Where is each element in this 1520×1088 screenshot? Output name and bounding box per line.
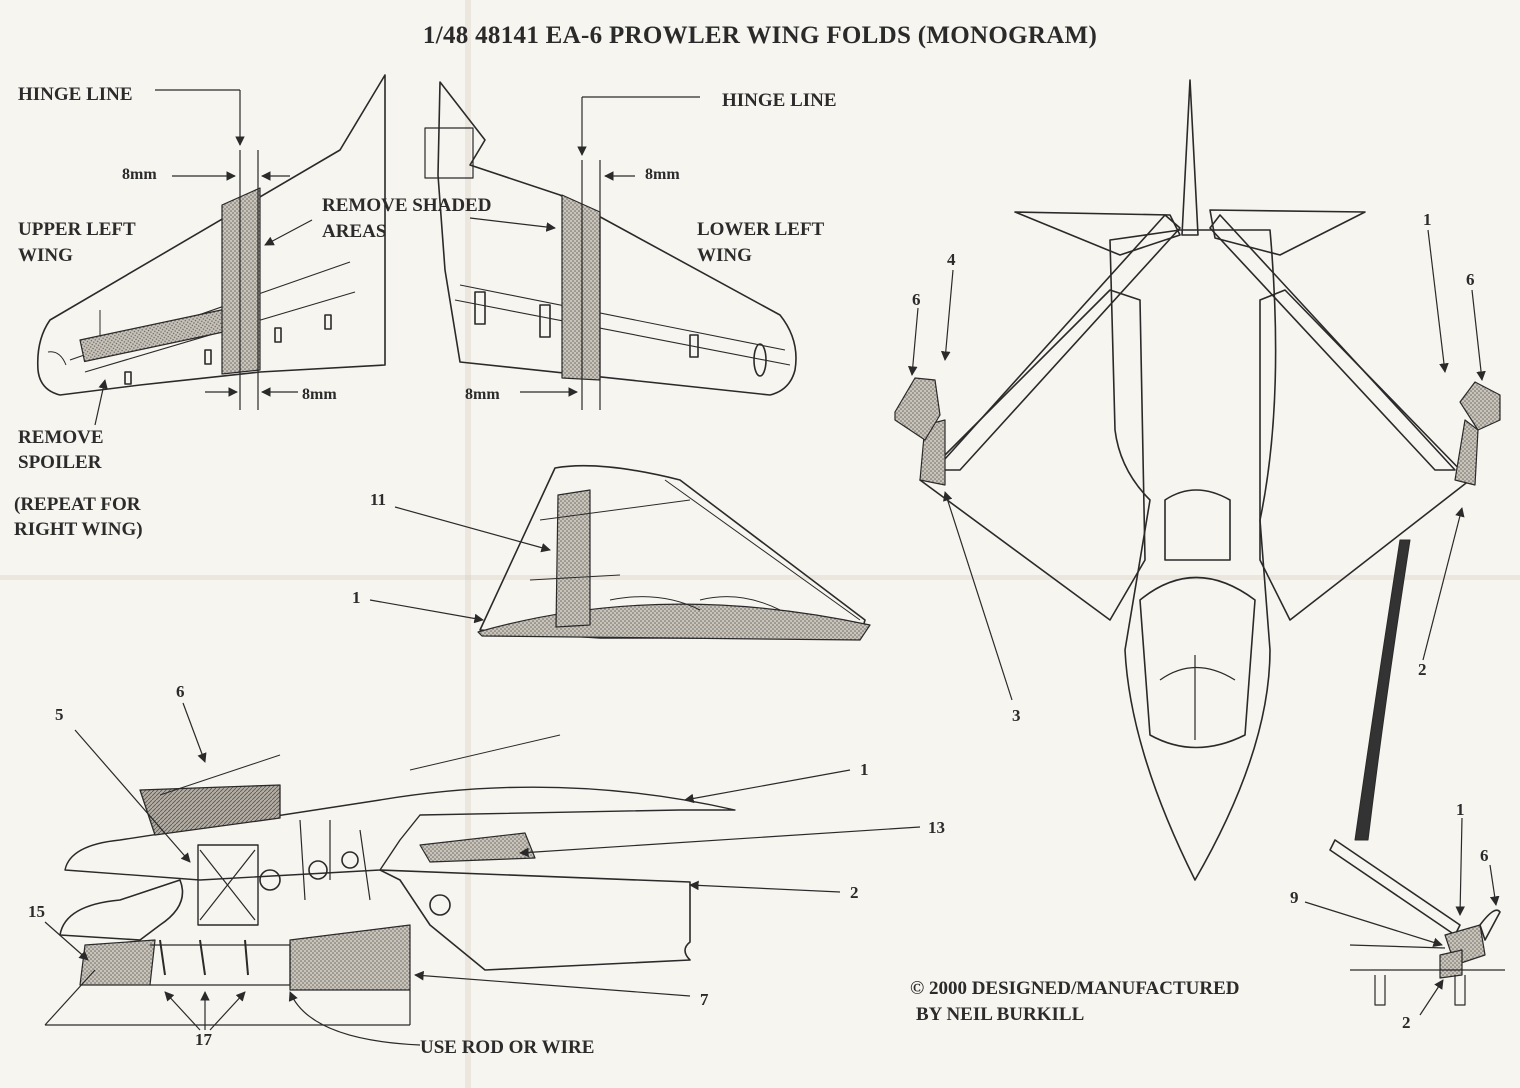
part-number-9-detail: 9 (1290, 888, 1299, 907)
upper-left-wing-label-2: WING (18, 245, 73, 266)
part-number-2-plan: 2 (1418, 660, 1427, 679)
part-number-6-plan-right: 6 (1466, 270, 1475, 289)
wingtip-detail-drawing (477, 464, 871, 641)
wingtip-detail-leaders (369, 506, 551, 624)
paper-fold-horizontal (0, 575, 1520, 580)
part-number-17-side: 17 (195, 1030, 212, 1049)
page-title: 1/48 48141 EA-6 PROWLER WING FOLDS (MONO… (422, 22, 1098, 49)
remove-shaded-label-2: AREAS (322, 221, 387, 242)
dim-8mm-lower-right: 8mm (465, 386, 500, 403)
upper-left-wing-label-1: UPPER LEFT (18, 219, 136, 240)
plan-view-leaders (907, 229, 1486, 701)
part-number-7-side: 7 (700, 990, 709, 1009)
part-number-2-detail: 2 (1402, 1013, 1411, 1032)
use-rod-label: USE ROD OR WIRE (420, 1037, 595, 1058)
remove-spoiler-label-2: SPOILER (18, 452, 102, 473)
side-view-drawing (44, 734, 736, 1026)
part-number-5-side: 5 (55, 705, 64, 724)
hinge-detail-leaders (1304, 817, 1500, 1016)
dim-8mm-lower-left: 8mm (302, 386, 337, 403)
lower-wing-dimension-lines (469, 96, 700, 410)
remove-spoiler-label-1: REMOVE (18, 427, 104, 448)
part-number-6-detail: 6 (1480, 846, 1489, 865)
copyright-line-1: © 2000 DESIGNED/MANUFACTURED (910, 978, 1240, 999)
upper-wing-dimension-lines (94, 89, 313, 426)
part-number-6-plan-left: 6 (912, 290, 921, 309)
hinge-line-left-label: HINGE LINE (18, 84, 133, 105)
part-number-2-side: 2 (850, 883, 859, 902)
repeat-note-2: RIGHT WING) (14, 519, 143, 540)
part-number-1-side: 1 (860, 760, 869, 779)
part-number-1-detail: 1 (1456, 800, 1465, 819)
side-view-leaders (44, 702, 921, 1046)
part-number-15-side: 15 (28, 902, 45, 921)
part-number-13-side: 13 (928, 818, 945, 837)
upper-left-wing-drawing (36, 74, 386, 396)
repeat-note-1: (REPEAT FOR (14, 494, 141, 515)
part-number-1-plan: 1 (1423, 210, 1432, 229)
hinge-detail-drawing (1329, 839, 1505, 1006)
lower-left-wing-drawing (424, 81, 797, 396)
part-number-4-plan: 4 (947, 250, 956, 269)
lower-left-wing-label-1: LOWER LEFT (697, 219, 825, 240)
plan-view-aircraft (894, 79, 1501, 881)
copyright-line-2: BY NEIL BURKILL (916, 1004, 1085, 1025)
part-number-11: 11 (370, 490, 387, 509)
remove-shaded-label-1: REMOVE SHADED (322, 195, 492, 216)
dim-8mm-upper-right: 8mm (645, 166, 680, 183)
part-number-3-plan: 3 (1012, 706, 1021, 725)
hinge-line-right-label: HINGE LINE (722, 90, 837, 111)
dim-8mm-upper-left: 8mm (122, 166, 157, 183)
lower-left-wing-label-2: WING (697, 245, 752, 266)
part-number-1-wingtip: 1 (352, 588, 361, 607)
part-number-6-side: 6 (176, 682, 185, 701)
paper-fold-vertical (465, 0, 471, 1088)
